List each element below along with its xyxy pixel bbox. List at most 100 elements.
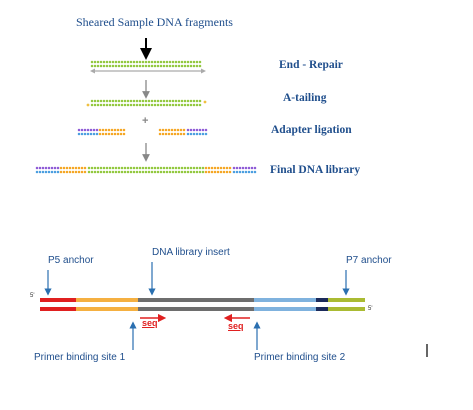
dna-bead [138,60,142,64]
dna-bead [93,166,97,170]
dna-bead [87,170,91,174]
dna-bead [198,60,202,64]
primer-site-2-label: Primer binding site 2 [254,352,346,363]
dna-bead [228,170,232,174]
dna-bead [180,103,184,107]
dna-bead [71,170,75,174]
dna-bead [150,99,154,103]
dna-bead [204,166,208,170]
dna-bead [232,166,236,170]
dna-bead [99,99,103,103]
dna-bead [80,132,84,136]
dna-bead [111,60,115,64]
dna-bead [116,132,120,136]
dna-bead [53,166,57,170]
dna-bead [96,99,100,103]
p7-segment-top [328,298,365,302]
dna-bead [159,99,163,103]
dna-bead [117,170,121,174]
dna-bead [74,166,78,170]
dna-bead [183,64,187,68]
dna-bead [222,166,226,170]
dna-bead [204,128,208,132]
dna-bead [111,166,115,170]
dna-bead [77,166,81,170]
dna-bead [159,170,163,174]
dna-bead [186,166,190,170]
dna-bead [189,103,193,107]
dna-bead [179,132,183,136]
seq-forward-label: seq [142,318,158,328]
dna-bead [156,99,160,103]
p7-segment-bottom [328,307,365,311]
dna-bead [210,166,214,170]
dna-bead [195,170,199,174]
dna-bead [201,166,205,170]
dna-bead [186,128,190,132]
dna-bead [189,99,193,103]
dna-bead [156,166,160,170]
dna-bead [213,166,217,170]
dna-bead [144,64,148,68]
p5-anchor-label: P5 anchor [48,255,94,266]
dna-bead [117,166,121,170]
dna-bead [141,166,145,170]
dna-bead [238,170,242,174]
dna-bead [144,103,148,107]
dna-bead [192,99,196,103]
dna-bead [179,128,183,132]
dna-bead [216,170,220,174]
dna-bead [77,132,81,136]
dna-bead [186,132,190,136]
dna-bead [253,166,257,170]
dna-bead [162,170,166,174]
a-tail-right-dot [203,100,207,104]
dna-bead [99,170,103,174]
dna-bead [80,128,84,132]
dna-bead [141,60,145,64]
dna-bead [80,170,84,174]
dna-bead [117,60,121,64]
dna-bead [174,103,178,107]
dna-bead [174,99,178,103]
dna-bead [207,170,211,174]
dna-bead [120,170,124,174]
dna-bead [186,99,190,103]
dna-bead [244,166,248,170]
dna-bead [129,166,133,170]
dna-bead [141,64,145,68]
dna-bead [89,128,93,132]
dna-bead [147,60,151,64]
dna-bead [189,170,193,174]
dna-bead [189,64,193,68]
dna-bead [93,103,97,107]
dna-bead [108,170,112,174]
dna-bead [99,60,103,64]
dna-bead [165,103,169,107]
dna-bead [65,170,69,174]
dna-bead [105,64,109,68]
dna-bead [162,99,166,103]
dna-bead [105,166,109,170]
dna-bead [47,166,51,170]
dna-bead [201,128,205,132]
dna-bead [198,170,202,174]
dna-bead [241,166,245,170]
dna-bead [182,128,186,132]
dna-bead [38,166,42,170]
dna-bead [119,132,123,136]
dna-bead [114,103,118,107]
dna-bead [162,166,166,170]
dna-bead [170,132,174,136]
dna-bead [189,166,193,170]
dna-bead [182,132,186,136]
dna-bead [114,64,118,68]
dna-bead [38,170,42,174]
step-adapter-ligation-label: Adapter ligation [271,124,352,136]
dna-bead [102,99,106,103]
dna-bead [44,170,48,174]
dna-bead [107,132,111,136]
dna-bead [176,128,180,132]
dna-bead [108,103,112,107]
insert-segment-top [138,298,254,302]
